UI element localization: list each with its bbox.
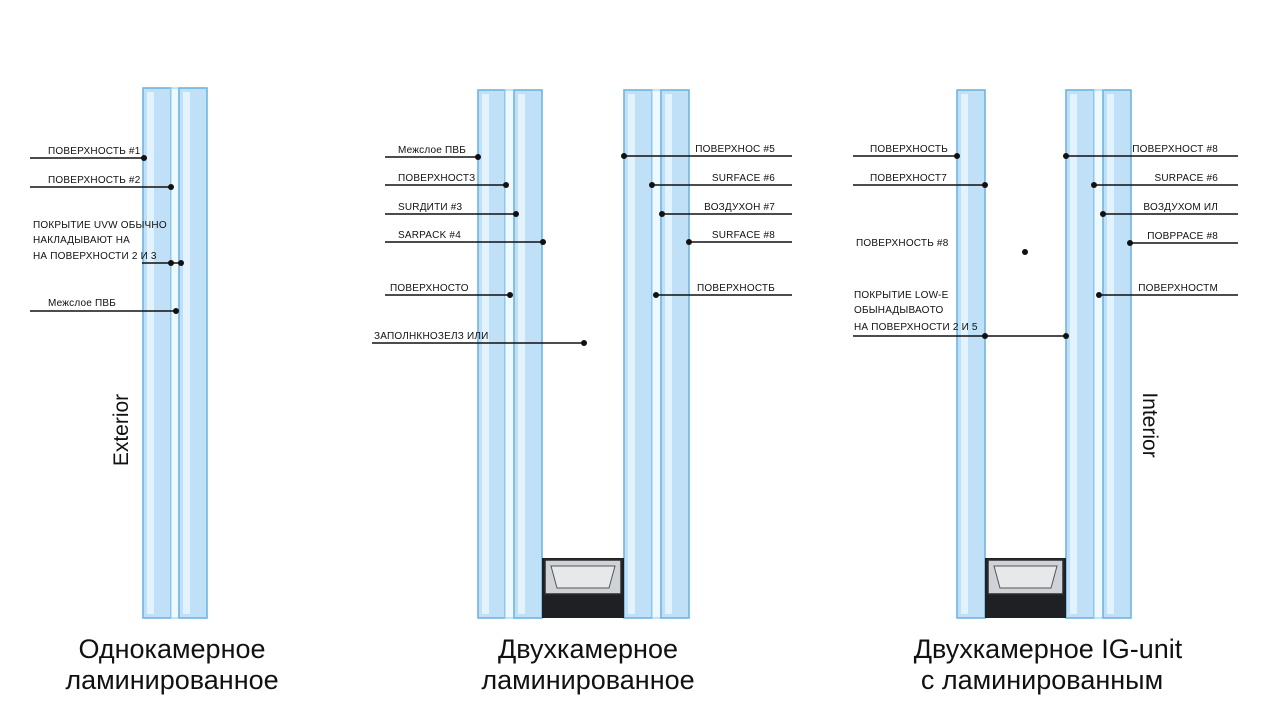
glass-highlight xyxy=(665,94,672,614)
glass-highlight xyxy=(147,92,154,614)
caption-double-line-1: Двухкамерное xyxy=(498,634,678,664)
spacer-bar xyxy=(985,558,1066,618)
label-coating-line-1: ПОКРЫТИЕ LOW-E xyxy=(854,290,949,301)
leader-dot xyxy=(178,260,184,266)
leader-dot xyxy=(475,154,481,160)
label-surface-2: ПОВЕРХНОСТЬ #2 xyxy=(48,175,141,186)
label-coating-line-1: ПОКРЫТИЕ UVW ОБЫЧНО xyxy=(33,220,167,231)
leader-dot xyxy=(686,239,692,245)
leader-dot xyxy=(168,260,174,266)
label-surface-1: ПОВЕРХНОСТЬ #1 xyxy=(48,146,141,157)
leader-dot xyxy=(649,182,655,188)
leader-dot xyxy=(621,153,627,159)
glass-highlight xyxy=(961,94,968,614)
leader-dot xyxy=(982,333,988,339)
pvb-interlayer xyxy=(651,89,662,619)
leader-dot xyxy=(141,155,147,161)
label-surface-8b: ПОВЕРХНОСТ #8 xyxy=(1132,144,1218,155)
leader-dot xyxy=(1063,153,1069,159)
leader-dot xyxy=(659,211,665,217)
label-surface-4: SARPACK #4 xyxy=(398,230,461,241)
glass-highlight xyxy=(183,92,190,614)
label-coating-line-2: ОБЫНАДЫВАОТО xyxy=(854,305,943,316)
label-surface-8c: ПОВРРАСЕ #8 xyxy=(1147,231,1218,242)
glass-highlight xyxy=(1070,94,1077,614)
caption-double-line-2: ламинированное xyxy=(481,665,694,695)
leader-dot xyxy=(503,182,509,188)
pvb-interlayer xyxy=(170,87,180,619)
label-surface: ПОВЕРХНОСТМ xyxy=(1138,283,1218,294)
leader-dot xyxy=(1096,292,1102,298)
caption-igunit-line-2: с ламинированным xyxy=(921,665,1163,695)
label-coating-line-3: НА ПОВЕРХНОСТИ 2 И 3 xyxy=(33,251,157,262)
label-coating-line-2: НАКЛАДЫВАЮТ НА xyxy=(33,235,130,246)
leader-dot xyxy=(581,340,587,346)
label-surface-8: SURFACE #8 xyxy=(712,230,775,241)
label-surface-5: ПОВЕРХНОС #5 xyxy=(695,144,775,155)
exterior-label: Exterior xyxy=(110,394,133,466)
leader-dot xyxy=(513,211,519,217)
interior-label: Interior xyxy=(1138,392,1161,457)
label-air: ВОЗДУХОМ ИЛ xyxy=(1143,202,1218,213)
leader-dot xyxy=(1022,249,1028,255)
spacer-bar xyxy=(542,558,624,618)
label-surface-6: SURFACE #6 xyxy=(712,173,775,184)
leader-dot xyxy=(1100,211,1106,217)
caption-single-line-2: ламинированное xyxy=(65,665,278,695)
pvb-interlayer xyxy=(1093,89,1104,619)
label-interlayer: Межслое ПВБ xyxy=(398,145,466,156)
leader-dot xyxy=(540,239,546,245)
caption-igunit-line-1: Двухкамерное IG-unit xyxy=(914,634,1183,664)
label-interlayer: Межслое ПВБ xyxy=(48,298,116,309)
label-surface-3: ПОВЕРХНОСТЗ xyxy=(398,173,475,184)
double-laminated-unit: Межслое ПВБ ПОВЕРХНОСТЗ SURДИТИ #3 SARPA… xyxy=(372,89,792,695)
glass-highlight xyxy=(518,94,525,614)
label-gas-fill: ЗАПОЛНКНОЗЕЛЗ ИЛИ xyxy=(374,331,489,342)
pvb-interlayer xyxy=(504,89,515,619)
leader-dot xyxy=(982,182,988,188)
label-surface: ПОВЕРХНОСТО xyxy=(390,283,469,294)
leader-dot xyxy=(653,292,659,298)
single-laminated-unit: ПОВЕРХНОСТЬ #1 ПОВЕРХНОСТЬ #2 ПОКРЫТИЕ U… xyxy=(30,87,279,695)
glass-highlight xyxy=(628,94,635,614)
glass-highlight xyxy=(482,94,489,614)
label-surface: ПОВЕРХНОСТБ xyxy=(697,283,775,294)
label-surface-3b: SURДИТИ #3 xyxy=(398,202,463,213)
leader-dot xyxy=(173,308,179,314)
label-surface: ПОВЕРХНОСТЬ xyxy=(870,144,948,155)
caption-single-line-1: Однокамерное xyxy=(78,634,265,664)
leader-dot xyxy=(954,153,960,159)
label-surface-6: SURPACE #6 xyxy=(1154,173,1218,184)
glass-highlight xyxy=(1107,94,1114,614)
label-coating-line-3: НА ПОВЕРХНОСТИ 2 И 5 xyxy=(854,322,978,333)
leader-dot xyxy=(1127,240,1133,246)
label-surface-8: ПОВЕРХНОСТЬ #8 xyxy=(856,238,949,249)
label-air-7: ВОЗДУХОН #7 xyxy=(704,202,775,213)
leader-dot xyxy=(507,292,513,298)
leader-dot xyxy=(1091,182,1097,188)
label-surface-7: ПОВЕРХНОСТ7 xyxy=(870,173,947,184)
ig-unit-laminated: ПОВЕРХНОСТЬ ПОВЕРХНОСТ7 ПОВЕРХНОСТЬ #8 П… xyxy=(853,89,1238,695)
leader-dot xyxy=(1063,333,1069,339)
leader-dot xyxy=(168,184,174,190)
